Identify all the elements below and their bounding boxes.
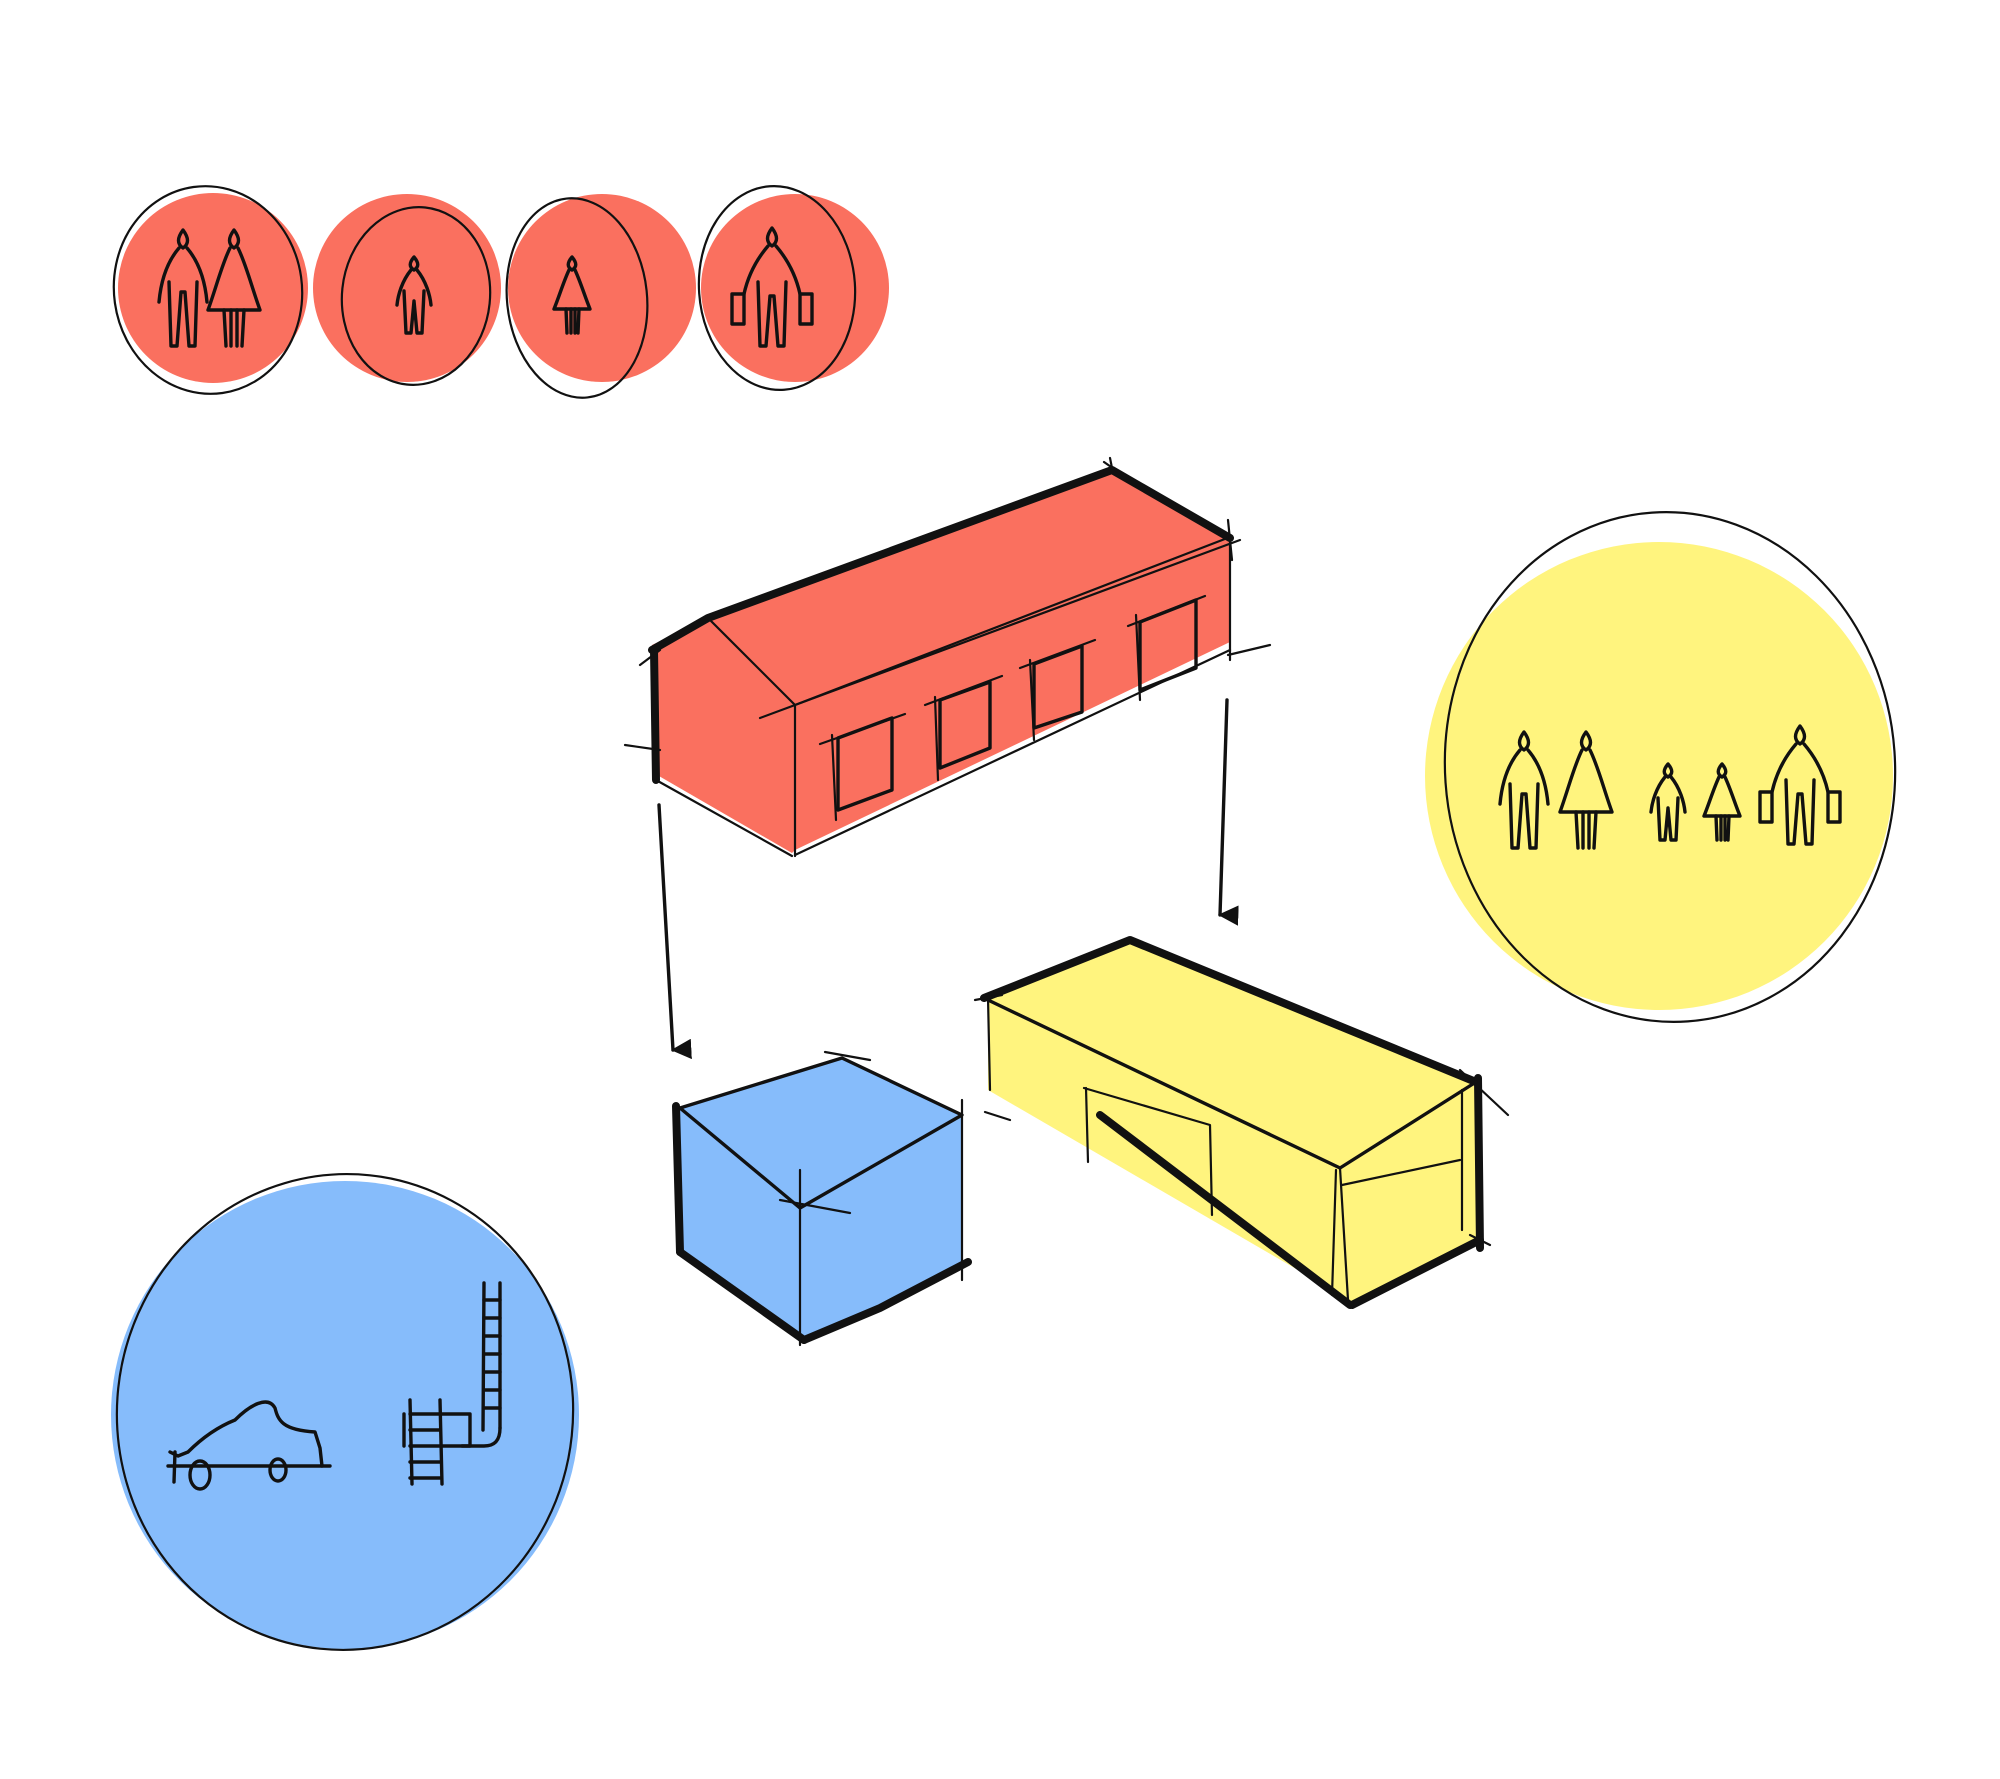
house-windows [818, 594, 1207, 822]
arrow-house-to-box [1217, 698, 1239, 926]
arrows [657, 698, 1239, 1060]
red-circle-child-dress [505, 194, 696, 399]
yellow-box [973, 936, 1510, 1309]
ladder-icon [402, 1281, 502, 1486]
arrow-house-to-cube [657, 803, 692, 1060]
red-circle-child [313, 194, 501, 386]
yellow-circle [1425, 511, 1897, 1023]
car-icon [166, 1400, 332, 1491]
red-group-circles [112, 185, 889, 399]
red-circle-couple [112, 185, 308, 395]
blue-cube [672, 1050, 972, 1347]
blue-circle [111, 1173, 579, 1651]
red-circle-adult-bags [697, 185, 889, 391]
red-house [623, 456, 1272, 858]
